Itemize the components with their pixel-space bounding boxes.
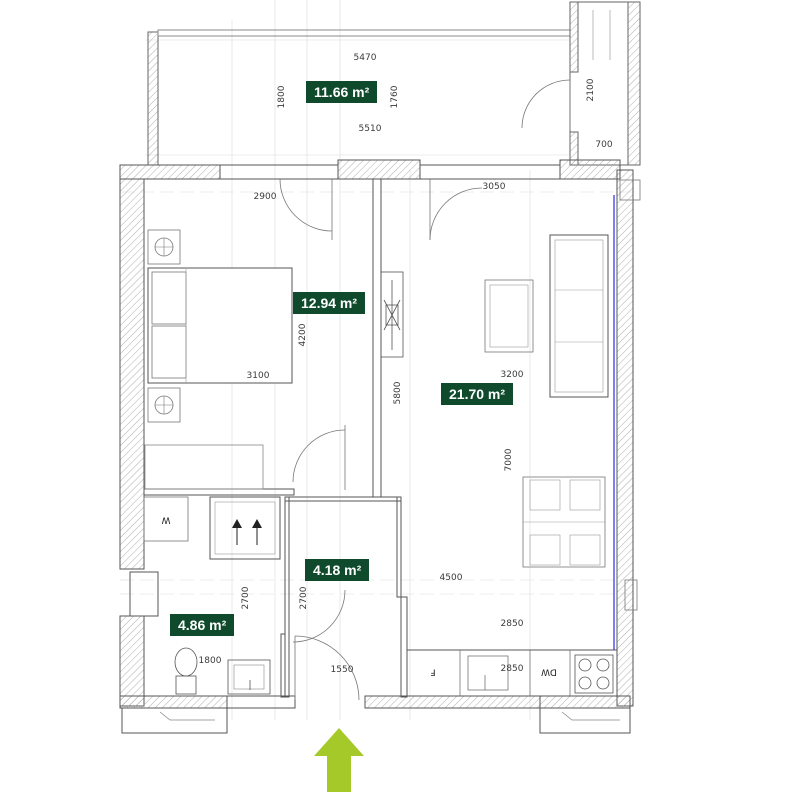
dim-balcony-left: 1800 (277, 85, 287, 108)
dim-living-width: 3200 (501, 370, 524, 380)
dimension-labels: 5470 5510 1800 1760 2100 700 2900 4200 3… (199, 53, 613, 675)
bathroom-area-label: 4.86 m² (170, 614, 235, 636)
dim-bedroom-side: 4200 (298, 323, 308, 346)
dim-bedroom-top: 2900 (254, 192, 277, 202)
bedroom (144, 178, 346, 490)
dim-balcony-corner: 700 (595, 140, 612, 150)
dim-hall-side: 2700 (299, 586, 309, 609)
dim-living-right: 7000 (504, 448, 514, 471)
dim-balcony-right: 1760 (390, 85, 400, 108)
washer-label: W (161, 515, 170, 525)
balcony-area-label: 11.66 m² (306, 81, 378, 103)
hall (209, 496, 360, 701)
dim-living-top: 3050 (483, 182, 506, 192)
balcony (147, 1, 641, 166)
dim-living-left: 5800 (393, 381, 403, 404)
outer-walls (119, 159, 641, 734)
dim-living-lower: 4500 (440, 573, 463, 583)
living-area-label: 21.70 m² (441, 383, 514, 405)
fridge-label: F (430, 667, 435, 677)
bathroom (143, 496, 271, 695)
dim-balcony-bottom: 5510 (359, 124, 382, 134)
construction-grid (120, 0, 640, 720)
bedroom-area-label: 12.94 m² (293, 292, 366, 314)
dim-kitchen-top: 2850 (501, 619, 524, 629)
living-room (429, 179, 615, 650)
bottom-windows (159, 711, 620, 721)
tv-unit (380, 271, 404, 358)
kitchen-counter (406, 649, 618, 697)
dim-balcony-side: 2100 (586, 78, 596, 101)
dim-balcony-top: 5470 (354, 53, 377, 63)
dim-bedroom-width: 3100 (247, 371, 270, 381)
dim-bath-side: 2700 (241, 586, 251, 609)
dishwasher-label: DW (541, 667, 557, 677)
dim-bath-bottom: 1800 (199, 656, 222, 666)
dim-kitchen-counter: 2850 (501, 664, 524, 674)
dim-hall-bottom: 1550 (331, 665, 354, 675)
entrance-arrow-icon (314, 728, 364, 792)
hall-area-label: 4.18 m² (305, 559, 370, 581)
